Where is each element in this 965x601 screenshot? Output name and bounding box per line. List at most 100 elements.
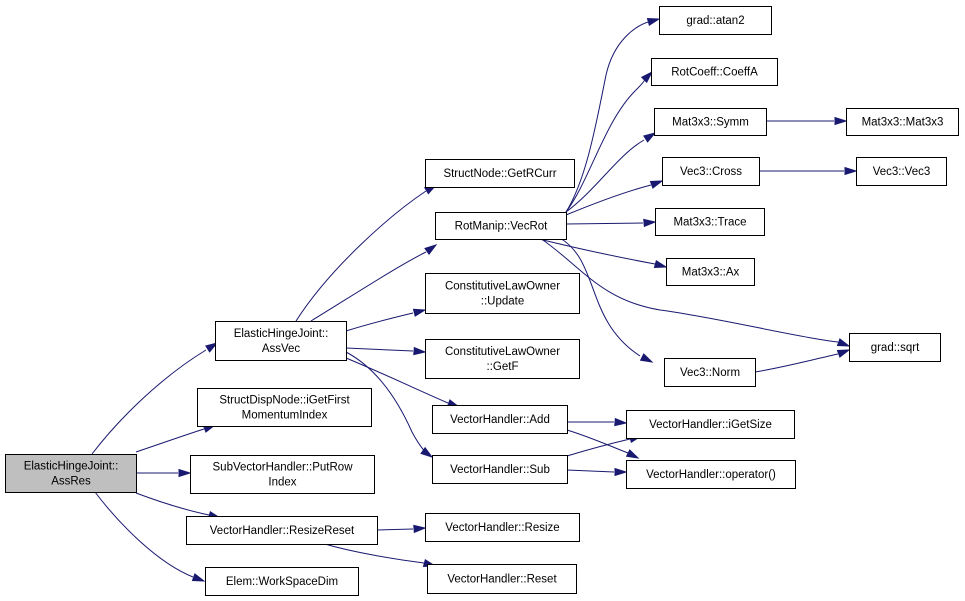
arrowhead-icon xyxy=(191,573,206,582)
arrowhead-icon xyxy=(834,116,848,126)
node-workspace[interactable]: Elem::WorkSpaceDim xyxy=(205,567,359,596)
edge-add-to-igetsize xyxy=(567,417,628,427)
node-label: Mat3x3::Mat3x3 xyxy=(862,117,944,129)
node-root[interactable]: ElasticHingeJoint::AssRes xyxy=(5,454,137,493)
node-igetsize[interactable]: VectorHandler::iGetSize xyxy=(626,410,795,439)
arrowhead-icon xyxy=(643,132,657,143)
edge-root-to-resizereset xyxy=(135,492,222,520)
node-label: VectorHandler::Reset xyxy=(447,574,557,586)
edge-assvec-to-update xyxy=(345,308,427,332)
node-resizereset[interactable]: VectorHandler::ResizeReset xyxy=(186,516,378,545)
arrowhead-icon xyxy=(653,259,668,269)
edge-assvec-to-getrcurr xyxy=(295,184,438,322)
arrowhead-icon xyxy=(614,467,628,477)
node-label: Mat3x3::Trace xyxy=(673,217,746,229)
arrowhead-icon xyxy=(424,244,438,256)
node-reset[interactable]: VectorHandler::Reset xyxy=(427,564,577,594)
arrowhead-icon xyxy=(205,342,219,353)
edge-symm-to-mat3x3 xyxy=(766,116,848,126)
edge-sub-to-operator xyxy=(566,467,628,477)
arrowhead-icon xyxy=(614,417,628,427)
edge-resizereset-to-resize xyxy=(376,524,427,534)
node-getrcurr[interactable]: StructNode::GetRCurr xyxy=(425,159,575,188)
edge-vecrot-to-sqrt xyxy=(539,237,851,347)
edge-cross-to-vec3 xyxy=(759,166,858,176)
node-label: ConstitutiveLawOwner xyxy=(445,346,560,358)
node-label: StructNode::GetRCurr xyxy=(443,168,556,180)
edge-root-to-structdisp xyxy=(135,424,217,453)
arrowhead-icon xyxy=(844,166,858,176)
edge-root-to-subvec xyxy=(136,468,192,478)
node-label: VectorHandler::Add xyxy=(450,414,550,426)
edge-vecrot-to-symm xyxy=(565,132,657,213)
edge-assvec-to-vecrot xyxy=(310,244,438,322)
node-sub[interactable]: VectorHandler::Sub xyxy=(432,455,568,484)
edge-root-to-workspace xyxy=(94,491,206,582)
arrowhead-icon xyxy=(639,353,654,363)
arrowhead-icon xyxy=(413,346,427,356)
edge-resizereset-to-reset xyxy=(324,543,437,568)
node-resize[interactable]: VectorHandler::Resize xyxy=(425,513,580,542)
edge-norm-to-sqrt xyxy=(754,349,851,373)
node-label: Mat3x3::Symm xyxy=(672,117,749,129)
arrowhead-icon xyxy=(643,218,657,228)
node-coeffa[interactable]: RotCoeff::CoeffA xyxy=(651,58,778,86)
node-sqrt[interactable]: grad::sqrt xyxy=(849,333,941,362)
node-label: grad::sqrt xyxy=(871,342,920,354)
node-label: VectorHandler::operator() xyxy=(646,469,776,481)
node-label: VectorHandler::iGetSize xyxy=(649,419,772,431)
node-vec3[interactable]: Vec3::Vec3 xyxy=(856,157,947,186)
node-label: ConstitutiveLawOwner xyxy=(445,281,560,293)
node-label: ::GetF xyxy=(487,361,519,373)
node-getf[interactable]: ConstitutiveLawOwner::GetF xyxy=(425,339,580,379)
arrowhead-icon xyxy=(420,446,434,458)
node-label: Vec3::Vec3 xyxy=(873,166,931,178)
arrowhead-icon xyxy=(836,349,851,358)
arrowhead-icon xyxy=(646,17,661,27)
arrowhead-icon xyxy=(640,70,654,84)
node-label: StructDispNode::iGetFirst xyxy=(219,395,350,407)
arrowhead-icon xyxy=(649,180,664,189)
node-label: ElasticHingeJoint:: xyxy=(234,328,329,340)
node-assvec[interactable]: ElasticHingeJoint::AssVec xyxy=(215,321,347,361)
node-mat3x3[interactable]: Mat3x3::Mat3x3 xyxy=(846,108,959,136)
edge-assvec-to-sub xyxy=(345,351,434,458)
edge-vecrot-to-trace xyxy=(565,218,657,228)
arrowhead-icon xyxy=(178,468,192,478)
edge-add-to-operator xyxy=(566,429,640,459)
edge-vecrot-to-cross xyxy=(565,180,664,216)
node-label: SubVectorHandler::PutRow xyxy=(213,462,354,474)
node-operator[interactable]: VectorHandler::operator() xyxy=(626,460,796,489)
node-update[interactable]: ConstitutiveLawOwner::Update xyxy=(425,273,580,314)
arrowhead-icon xyxy=(412,308,427,317)
node-label: MomentumIndex xyxy=(242,410,328,422)
edge-root-to-assvec xyxy=(91,342,219,455)
edge-assvec-to-getf xyxy=(345,346,427,356)
edge-vecrot-to-norm xyxy=(559,237,654,363)
node-atan2[interactable]: grad::atan2 xyxy=(659,6,772,35)
node-label: grad::atan2 xyxy=(686,15,744,27)
arrowhead-icon xyxy=(625,449,640,459)
edge-vecrot-to-coeffa xyxy=(565,70,654,213)
node-label: ::Update xyxy=(481,296,524,308)
arrowhead-icon xyxy=(836,338,851,347)
node-symm[interactable]: Mat3x3::Symm xyxy=(654,108,767,136)
node-cross[interactable]: Vec3::Cross xyxy=(662,157,760,186)
node-trace[interactable]: Mat3x3::Trace xyxy=(655,208,765,236)
node-vecrot[interactable]: RotManip::VecRot xyxy=(435,212,567,240)
node-label: ElasticHingeJoint:: xyxy=(24,461,119,473)
node-ax[interactable]: Mat3x3::Ax xyxy=(666,258,755,286)
node-label: AssRes xyxy=(51,476,91,488)
edge-vecrot-to-atan2 xyxy=(565,17,661,213)
node-norm[interactable]: Vec3::Norm xyxy=(664,358,756,387)
node-label: VectorHandler::Resize xyxy=(445,522,559,534)
node-label: RotManip::VecRot xyxy=(455,221,548,233)
node-label: Index xyxy=(268,477,296,489)
edge-vecrot-to-ax xyxy=(534,237,668,269)
node-add[interactable]: VectorHandler::Add xyxy=(432,405,568,434)
node-label: Mat3x3::Ax xyxy=(682,267,740,279)
node-label: Vec3::Cross xyxy=(680,166,742,178)
